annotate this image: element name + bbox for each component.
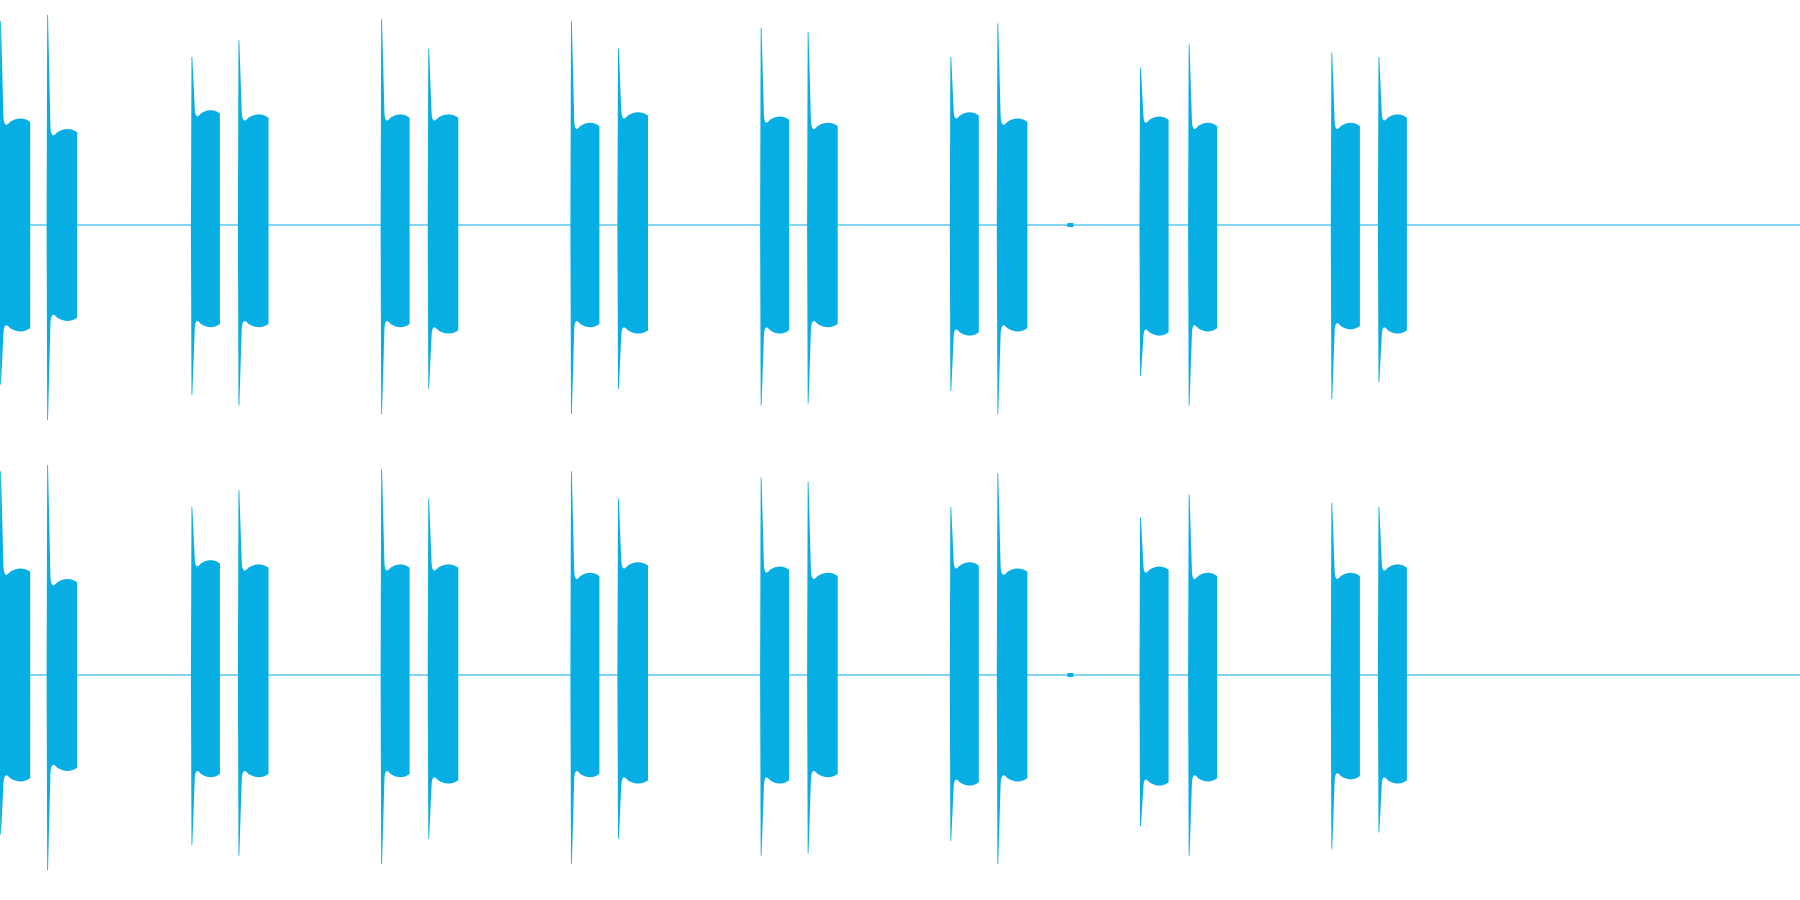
waveform-burst <box>1330 52 1360 400</box>
waveform-burst <box>427 48 459 389</box>
waveform-burst <box>1377 506 1407 833</box>
right-channel-track[interactable] <box>0 464 1800 871</box>
waveform-burst <box>1188 494 1218 856</box>
waveform-burst <box>807 31 838 404</box>
waveform-burst <box>1330 502 1360 850</box>
waveform-burst <box>1188 44 1218 406</box>
waveform-burst <box>617 48 648 389</box>
waveform-burst <box>760 27 790 406</box>
waveform-burst <box>949 506 979 841</box>
waveform-burst <box>237 490 269 856</box>
waveform-burst <box>1139 517 1169 827</box>
waveform-burst <box>760 477 790 856</box>
waveform-burst <box>570 21 600 415</box>
waveform-burst <box>46 464 78 871</box>
waveform-burst <box>427 498 459 839</box>
waveform-click <box>1067 223 1074 227</box>
waveform-burst <box>617 498 648 839</box>
waveform-click <box>1067 673 1074 677</box>
waveform-burst <box>0 471 31 835</box>
left-channel-track[interactable] <box>0 14 1800 421</box>
waveform-burst <box>190 506 220 846</box>
waveform-burst <box>1377 56 1407 383</box>
waveform-burst <box>46 14 78 421</box>
waveform-burst <box>949 56 979 391</box>
waveform-burst <box>190 56 220 396</box>
waveform-burst <box>380 469 410 865</box>
waveform-burst <box>807 481 838 854</box>
waveform-burst <box>996 23 1028 415</box>
waveform-burst <box>237 40 269 406</box>
waveform-burst <box>996 473 1028 865</box>
waveform-burst <box>380 19 410 415</box>
waveform-burst <box>1139 67 1169 377</box>
waveform-burst <box>570 471 600 865</box>
waveform-burst <box>0 21 31 385</box>
